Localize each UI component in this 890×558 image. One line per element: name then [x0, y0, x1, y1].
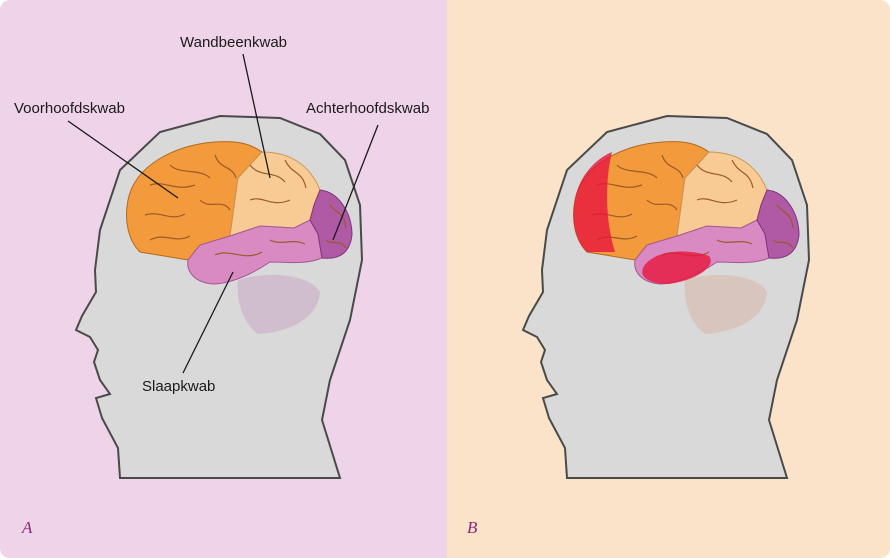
label-temporal-lobe: Slaapkwab — [142, 378, 215, 395]
panel-b-illustration — [523, 116, 809, 478]
label-parietal-lobe: Wandbeenkwab — [180, 34, 287, 51]
panel-a-letter: A — [22, 518, 32, 538]
label-frontal-lobe: Voorhoofdskwab — [14, 100, 125, 117]
label-occipital-lobe: Achterhoofdskwab — [306, 100, 429, 117]
panel-b-letter: B — [467, 518, 477, 538]
panel-a-illustration — [68, 54, 378, 478]
